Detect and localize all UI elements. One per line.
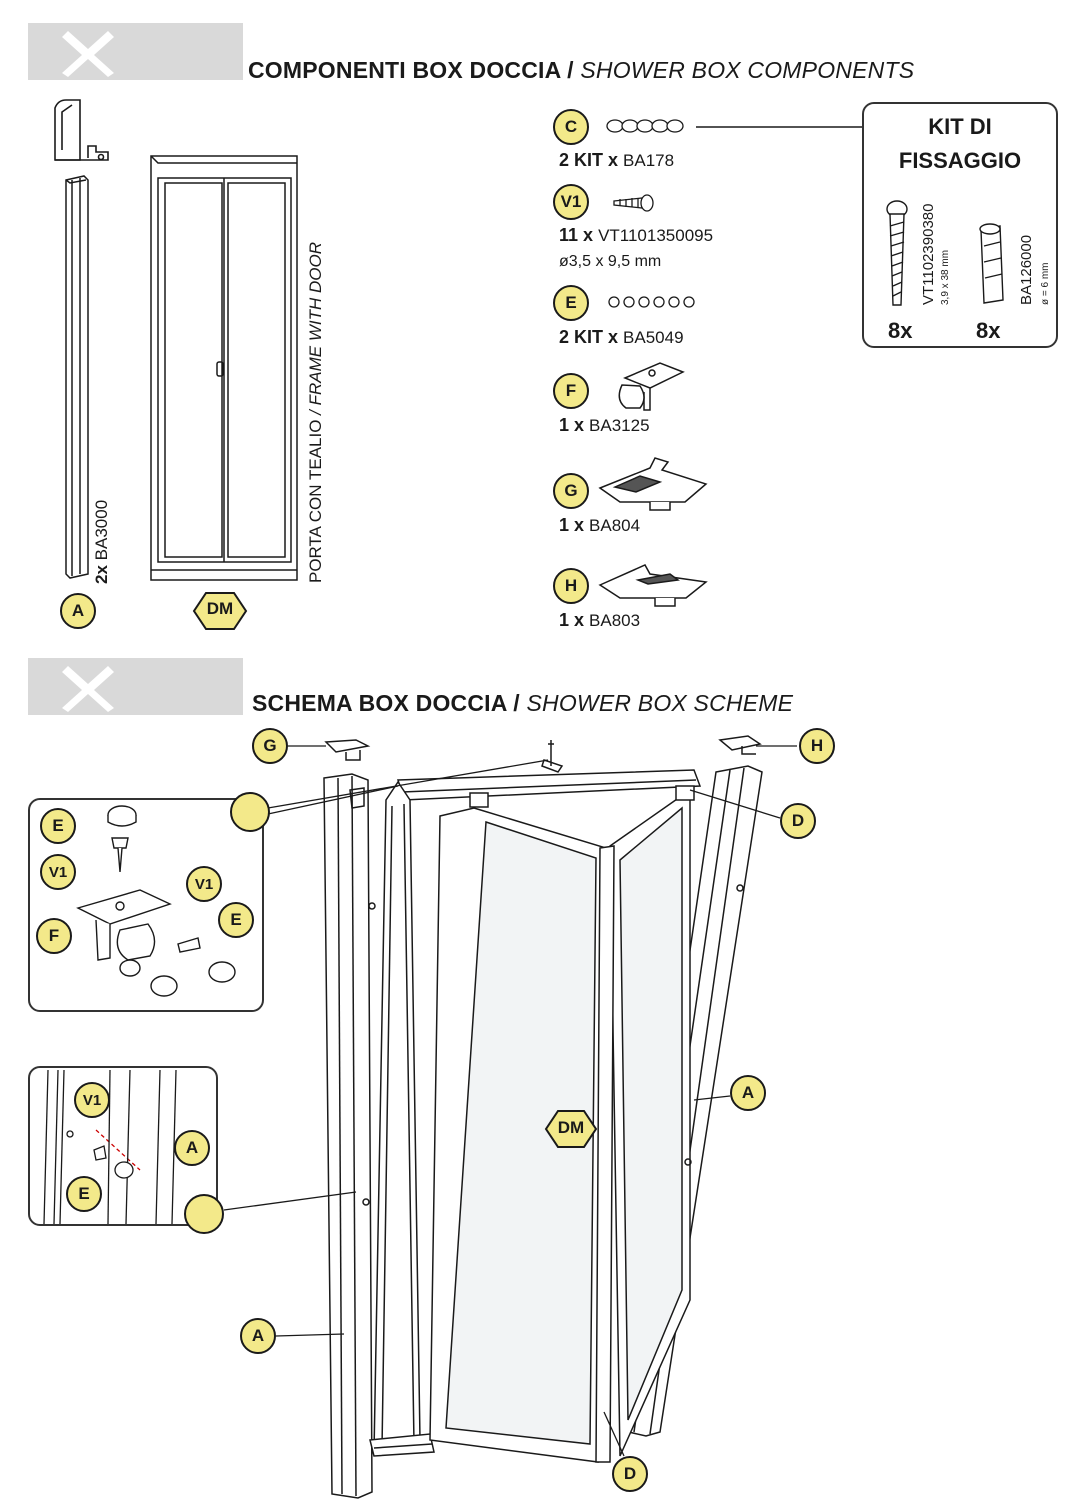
detail-badge-e1: E xyxy=(40,808,76,844)
scheme-badge-h: H xyxy=(799,728,835,764)
badge-g: G xyxy=(553,473,589,509)
kit-screw-code: VT1102390380 xyxy=(920,203,937,305)
kit-title-2: FISSAGGIO xyxy=(898,148,1022,173)
component-v1-size: ø3,5 x 9,5 mm xyxy=(559,253,662,270)
dm-label-it: PORTA CON TEALIO xyxy=(306,419,325,583)
badge-dm: DM xyxy=(206,599,234,618)
badge-a: A xyxy=(60,593,96,629)
scheme-badge-a-left: A xyxy=(240,1318,276,1354)
detail-badge-e2: E xyxy=(218,902,254,938)
badge-f: F xyxy=(553,373,589,409)
title-it: COMPONENTI BOX DOCCIA / xyxy=(248,57,581,83)
bracket-drawing xyxy=(618,362,685,411)
kit-screw-size: 3,9 x 38 mm xyxy=(940,249,951,305)
scheme-badge-g: G xyxy=(252,728,288,764)
kit-title-1: KIT DI xyxy=(928,114,992,139)
scheme-title-en: SHOWER BOX SCHEME xyxy=(526,690,794,716)
qty-a: 2x xyxy=(92,565,111,584)
component-g-label: 1 x BA804 xyxy=(559,515,641,535)
profile-section-drawing xyxy=(54,99,109,161)
component-h-label: 1 x BA803 xyxy=(559,610,641,630)
caps-drawing xyxy=(608,296,695,308)
badge-h: H xyxy=(553,568,589,604)
detail-badge-v1b: V1 xyxy=(186,866,222,902)
section-band-2 xyxy=(28,658,243,715)
scheme-badge-a-right: A xyxy=(730,1075,766,1111)
component-f-label: 1 x BA3125 xyxy=(559,415,650,435)
dm-label-en: / FRAME WITH DOOR xyxy=(306,242,325,420)
section-title-scheme: SCHEMA BOX DOCCIA / SHOWER BOX SCHEME xyxy=(252,690,793,717)
component-a-label: 2x BA3000 xyxy=(92,500,112,584)
scheme-title-it: SCHEMA BOX DOCCIA / xyxy=(252,690,527,716)
kit-plug-qty: 8x xyxy=(976,318,1001,343)
kit-screw-qty: 8x xyxy=(888,318,913,343)
scheme-badge-d-top: D xyxy=(780,803,816,839)
code-a: BA3000 xyxy=(92,499,111,561)
section-band-1 xyxy=(28,23,243,80)
kit-plug-code: BA126000 xyxy=(1018,234,1035,305)
detail-badge-e3: E xyxy=(66,1176,102,1212)
cross-icon xyxy=(62,31,114,77)
scheme-badge-d-bottom: D xyxy=(612,1456,648,1492)
detail-badge-v1c: V1 xyxy=(74,1082,110,1118)
component-e-label: 2 KIT x BA5049 xyxy=(559,327,684,347)
badge-v1: V1 xyxy=(553,184,589,220)
badge-c: C xyxy=(553,109,589,145)
component-v1-label: 11 x VT1101350095 xyxy=(559,225,714,245)
component-c-label: 2 KIT x BA178 xyxy=(559,150,675,170)
door-frame-drawing xyxy=(150,155,298,581)
fixing-kit-box: KIT DI FISSAGGIO 8x 8x xyxy=(862,102,1058,348)
component-dm-label: PORTA CON TEALIO / FRAME WITH DOOR xyxy=(306,242,326,583)
title-en: SHOWER BOX COMPONENTS xyxy=(580,57,915,83)
badge-e: E xyxy=(553,285,589,321)
scheme-badge-dm: DM xyxy=(557,1118,585,1137)
detail-badge-f: F xyxy=(36,918,72,954)
detail-badge-a: A xyxy=(174,1130,210,1166)
cross-icon xyxy=(62,666,114,712)
kit-plug-size: ø = 6 mm xyxy=(1040,262,1051,305)
rings-drawing xyxy=(606,119,684,133)
profile-a-drawing xyxy=(65,175,89,579)
section-title-components: COMPONENTI BOX DOCCIA / SHOWER BOX COMPO… xyxy=(248,57,914,84)
cap-g-drawing xyxy=(598,457,708,511)
detail-badge-v1a: V1 xyxy=(40,854,76,890)
screw-drawing xyxy=(613,194,654,212)
cap-h-drawing xyxy=(598,564,708,607)
